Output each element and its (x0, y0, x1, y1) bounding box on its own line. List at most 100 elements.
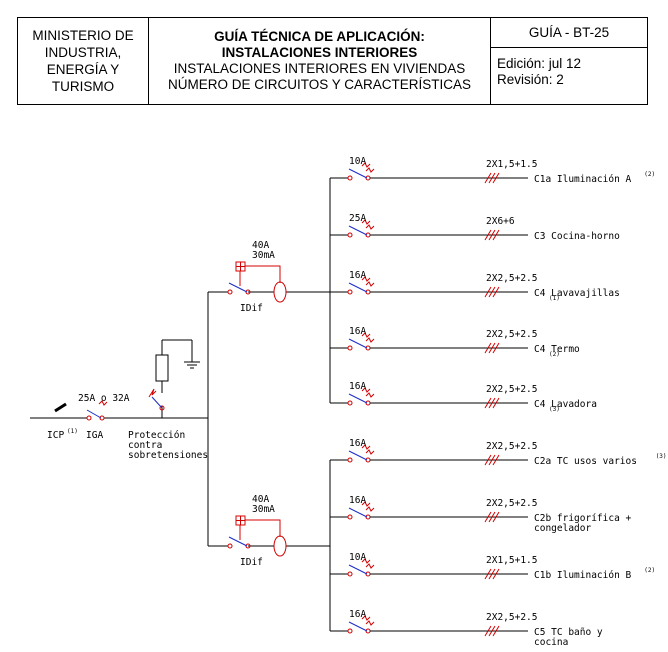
circuit-6-trip-symbol (361, 444, 375, 455)
circuit-4-cable-conductors (484, 342, 500, 354)
idif-lower-label: IDif (240, 557, 263, 568)
circuit-1-contact-in (347, 175, 353, 181)
circuit-5-subscript: (3) (549, 406, 560, 413)
circuit-8-trip-symbol (361, 558, 375, 569)
circuit-9-cable-conductors (484, 625, 500, 637)
guide-title: GUÍA TÉCNICA DE APLICACIÓN: (214, 29, 425, 44)
circuit-5-cable-conductors (484, 397, 500, 409)
circuit-1-breaker-rating: 10A (349, 156, 366, 167)
circuit-3-breaker-rating: 16A (349, 270, 366, 281)
surge-protector-contact (148, 388, 165, 411)
circuit-2-contact-in (347, 232, 353, 238)
circuit-8-note: (2) (644, 567, 655, 574)
circuit-3-trip-symbol (361, 276, 375, 287)
circuit-4-breaker-blade (348, 338, 368, 349)
circuit-9-contact-in (347, 628, 353, 634)
idif-upper-rating: 40A (252, 240, 269, 251)
circuit-8-breaker-rating: 10A (349, 552, 366, 563)
ministry-line: INDUSTRIA, (44, 45, 122, 60)
circuit-2-trip-symbol (361, 219, 375, 230)
document-header: MINISTERIO DE INDUSTRIA, ENERGÍA Y TURIS… (17, 17, 648, 105)
iga-breaker (86, 400, 108, 421)
circuit-8-label: C1b Iluminación B (534, 570, 632, 581)
idif-upper-sensitivity: 30mA (252, 250, 275, 261)
idif-upper-label: IDif (240, 303, 263, 314)
guide-code: GUÍA - BT-25 (491, 18, 647, 48)
circuit-9-cable-section: 2X2,5+2.5 (486, 612, 537, 623)
circuit-1-label: C1a Iluminación A (534, 174, 632, 185)
circuit-2-breaker-rating: 25A (349, 213, 366, 224)
circuit-7-cable-conductors (484, 511, 500, 523)
iga-label: IGA (86, 430, 103, 441)
idif-lower-device (227, 515, 287, 557)
icp-note: (1) (67, 428, 78, 435)
topic-line: INSTALACIONES INTERIORES EN VIVIENDAS (173, 61, 466, 76)
circuit-4-label: C4 Termo (534, 344, 580, 355)
circuit-5-breaker-rating: 16A (349, 381, 366, 392)
circuit-1-cable-section: 2X1,5+1.5 (486, 159, 537, 170)
circuit-6-breaker-blade (348, 450, 368, 461)
ministry-cell: MINISTERIO DE INDUSTRIA, ENERGÍA Y TURIS… (18, 18, 149, 104)
circuit-6-label: C2a TC usos varios (534, 456, 637, 467)
edition-date: Edición: jul 12 (497, 56, 582, 71)
icp-switch (54, 402, 70, 419)
circuit-7-trip-symbol (361, 501, 375, 512)
topic-line: NÚMERO DE CIRCUITOS Y CARACTERÍSTICAS (167, 77, 472, 92)
ministry-line: MINISTERIO DE (32, 28, 134, 43)
icp-label: ICP (47, 430, 64, 441)
circuit-7-breaker-rating: 16A (349, 495, 366, 506)
protection-label: sobretensiones (128, 450, 208, 461)
circuit-5-trip-symbol (361, 387, 375, 398)
idif-lower-rating: 40A (252, 494, 269, 505)
circuit-9-label: C5 TC baño y (534, 627, 603, 638)
circuit-3-label: C4 Lavavajillas (534, 288, 620, 299)
circuit-7-label: C2b frigorífica + (534, 513, 632, 524)
circuit-9-trip-symbol (361, 615, 375, 626)
circuit-2-cable-conductors (484, 229, 500, 241)
circuit-6-contact-in (347, 457, 353, 463)
circuit-8-breaker-blade (348, 564, 368, 575)
surge-arrester-resistor (155, 354, 169, 382)
circuit-5-cable-section: 2X2,5+2.5 (486, 384, 537, 395)
circuit-4-trip-symbol (361, 332, 375, 343)
title-cell: GUÍA TÉCNICA DE APLICACIÓN: INSTALACIONE… (149, 18, 491, 104)
circuit-9-breaker-rating: 16A (349, 609, 366, 620)
protection-label: Protección (128, 430, 185, 441)
circuit-9-breaker-blade (348, 621, 368, 632)
guide-subtitle: INSTALACIONES INTERIORES (221, 45, 418, 60)
ministry-line: ENERGÍA Y (46, 62, 120, 77)
circuit-4-subscript: (2) (549, 351, 560, 358)
circuit-6-cable-section: 2X2,5+2.5 (486, 441, 537, 452)
revision-cell: GUÍA - BT-25 Edición: jul 12 Revisión: 2 (491, 18, 647, 104)
circuit-8-cable-conductors (484, 568, 500, 580)
circuit-3-breaker-blade (348, 282, 368, 293)
circuit-8-contact-in (347, 571, 353, 577)
idif-lower-sensitivity: 30mA (252, 504, 275, 515)
edition-info: Edición: jul 12 Revisión: 2 (497, 56, 581, 88)
circuit-8-cable-section: 2X1,5+1.5 (486, 555, 537, 566)
circuit-2-label: C3 Cocina-horno (534, 231, 620, 242)
circuit-7-breaker-blade (348, 507, 368, 518)
circuit-1-breaker-blade (348, 168, 368, 179)
circuit-5-contact-in (347, 400, 353, 406)
revision-number: Revisión: 2 (497, 72, 564, 87)
circuit-1-note: (2) (644, 171, 655, 178)
circuit-1-trip-symbol (361, 162, 375, 173)
circuit-2-cable-section: 2X6+6 (486, 216, 515, 227)
circuit-1-cable-conductors (484, 172, 500, 184)
circuit-7-cable-section: 2X2,5+2.5 (486, 498, 537, 509)
circuit-7-contact-in (347, 514, 353, 520)
circuit-5-label: C4 Lavadora (534, 399, 597, 410)
circuit-4-contact-in (347, 345, 353, 351)
circuit-2-breaker-blade (348, 225, 368, 236)
circuit-4-cable-section: 2X2,5+2.5 (486, 329, 537, 340)
ministry-line: TURISMO (51, 79, 115, 94)
circuit-3-cable-conductors (484, 286, 500, 298)
circuit-7-label-line2: congelador (534, 523, 591, 534)
circuit-3-contact-in (347, 289, 353, 295)
circuit-6-breaker-rating: 16A (349, 438, 366, 449)
idif-upper-device (227, 261, 287, 303)
circuit-6-cable-conductors (484, 454, 500, 466)
